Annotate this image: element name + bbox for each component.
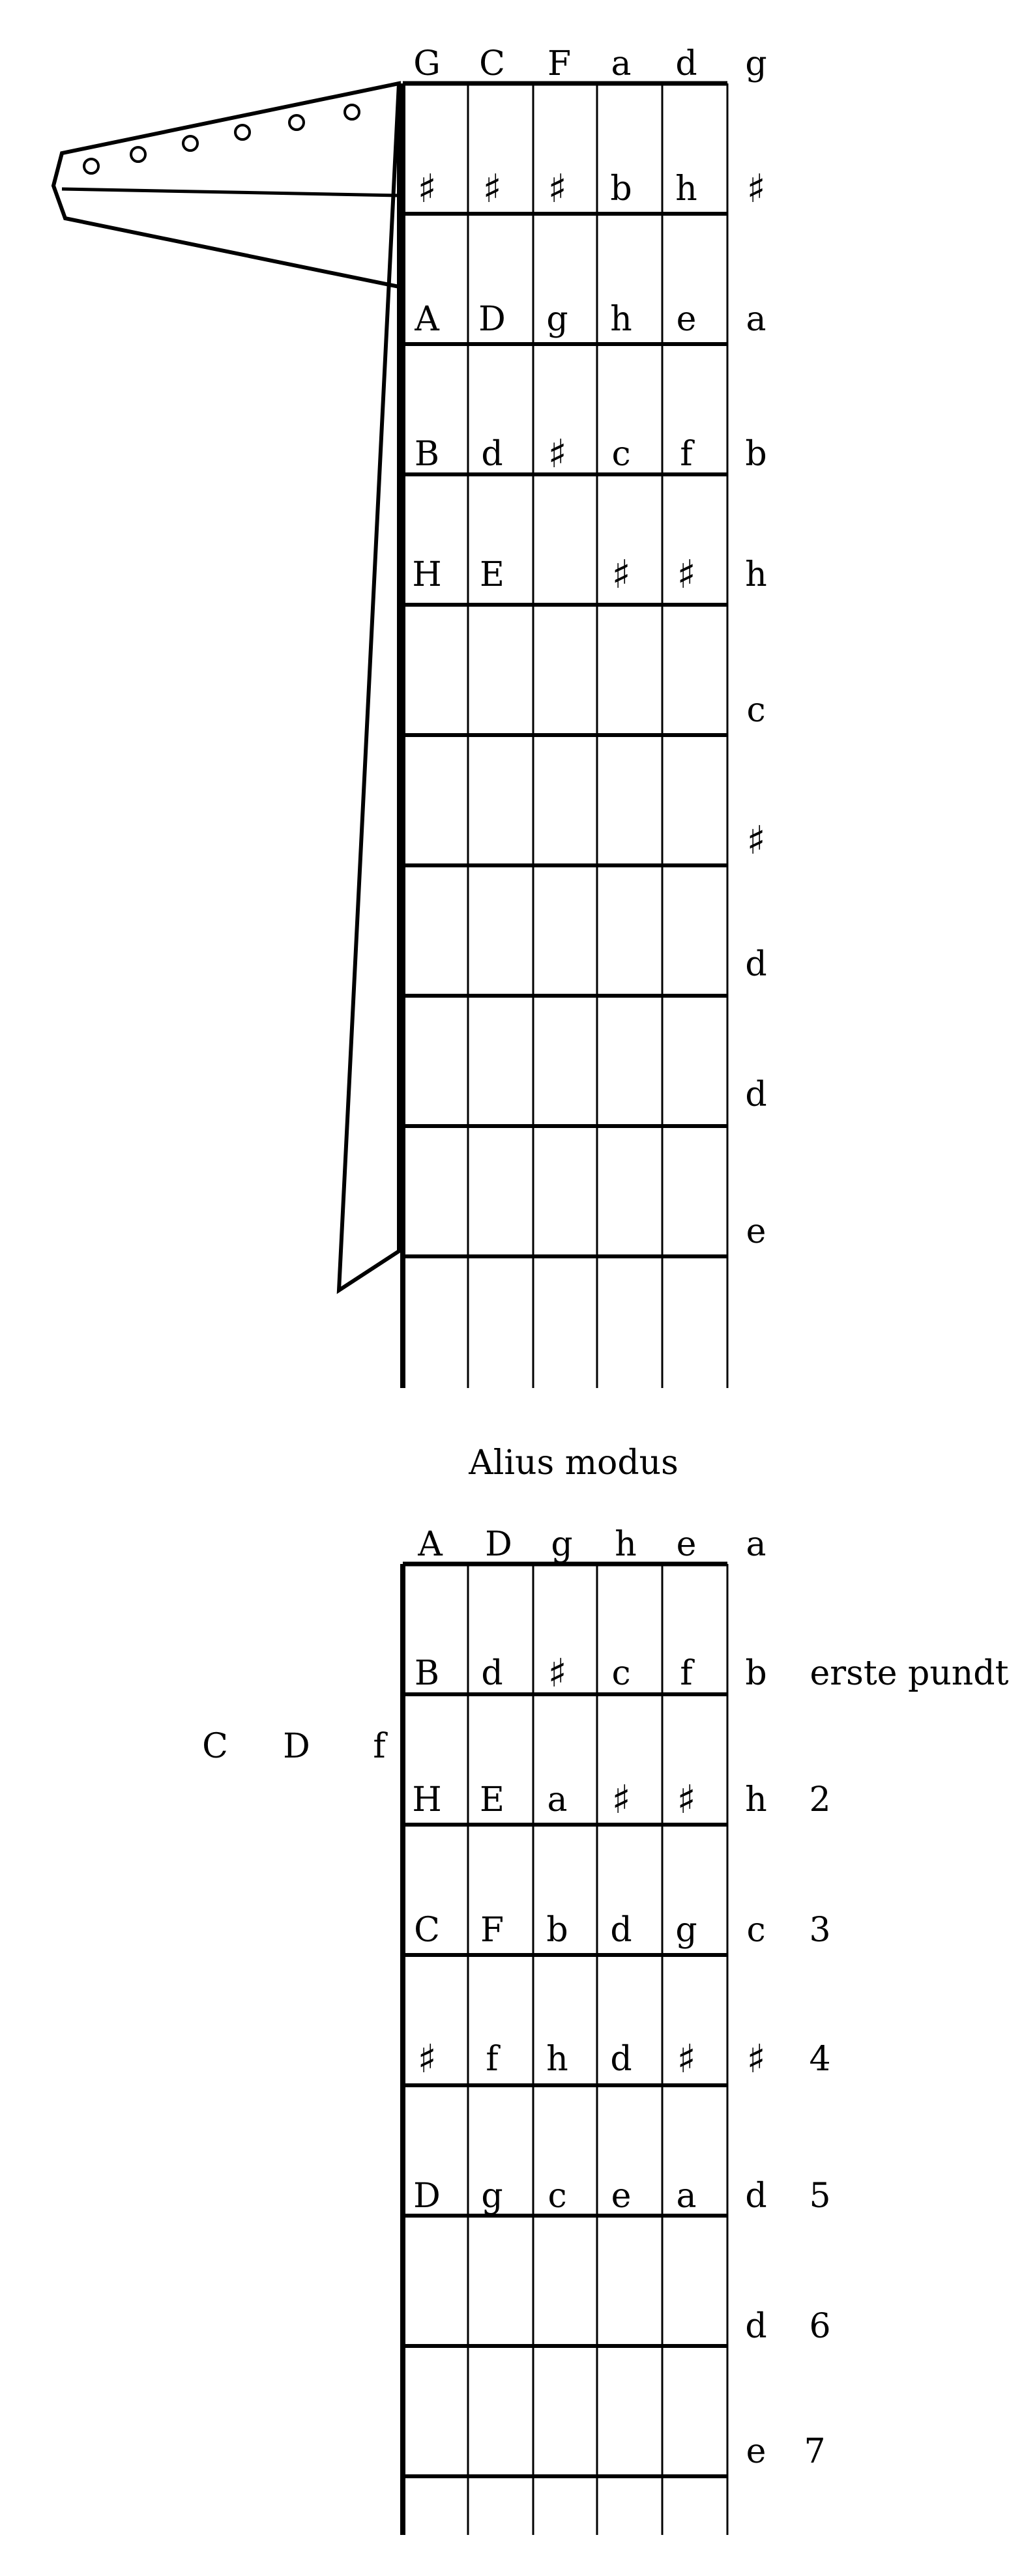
fret-note: b: [610, 169, 632, 209]
fret-note: e: [676, 300, 697, 339]
fret-note: c: [548, 2177, 567, 2216]
fret-note: E: [480, 1780, 504, 1819]
tuning-note: d: [675, 44, 697, 83]
open-string-note: d: [745, 945, 767, 984]
fret-note: a: [547, 1780, 568, 1819]
fret-note: B: [414, 435, 440, 474]
tuning-note: a: [611, 44, 632, 83]
fret-note: e: [611, 2177, 632, 2216]
tuning-note: A: [418, 1525, 443, 1564]
fret-note: c: [611, 435, 631, 474]
fret-note: d: [481, 435, 503, 474]
fret-note: D: [413, 2177, 441, 2216]
fret-note: g: [481, 2177, 503, 2216]
peg-icon: [288, 114, 305, 131]
open-string-note: d: [745, 1075, 767, 1114]
fret-note: g: [675, 1911, 697, 1950]
tuning-note: C: [479, 44, 505, 83]
peg-icon: [83, 158, 100, 175]
fret-note: H: [412, 1780, 442, 1819]
fret-note: g: [546, 300, 568, 339]
fret-note: ♯: [677, 2036, 696, 2082]
tuning-note: G: [413, 44, 441, 83]
fret-note: ♯: [548, 1651, 567, 1696]
peg-icon: [234, 124, 251, 141]
fret-note: ♯: [677, 1777, 696, 1823]
peg-icon: [130, 146, 147, 163]
open-string-note: ♯: [746, 2036, 766, 2082]
tuning-note: a: [746, 1525, 766, 1564]
fret-note: f: [680, 435, 693, 474]
fret-note: c: [611, 1654, 631, 1693]
fret-note: d: [610, 1911, 632, 1950]
tuning-note: D: [485, 1525, 512, 1564]
fret-note: F: [480, 1911, 504, 1950]
fret-number: 7: [804, 2432, 826, 2471]
open-string-note: d: [745, 2307, 767, 2346]
open-string-note: a: [746, 300, 766, 339]
fret-note: ♯: [548, 166, 567, 212]
tuning-note: g: [551, 1525, 573, 1564]
fret-note: ♯: [417, 2036, 437, 2082]
fret-note: f: [486, 2040, 499, 2079]
tuning-note: F: [547, 44, 572, 83]
extra-string-note: D: [283, 1727, 310, 1766]
tuning-note: e: [676, 1525, 697, 1564]
fret-note: h: [610, 300, 632, 339]
fret-number: 4: [809, 2040, 831, 2079]
open-string-note: c: [746, 1911, 766, 1950]
fret-note: h: [675, 169, 697, 209]
peg-icon: [343, 104, 360, 121]
open-string-note: h: [745, 555, 767, 594]
fret-note: E: [480, 555, 504, 594]
fret-note: H: [412, 555, 442, 594]
fretboard-lower: [400, 1561, 729, 2535]
fret-note: ♯: [548, 431, 567, 477]
fret-number: 3: [809, 1911, 831, 1950]
caption: Alius modus: [469, 1443, 679, 1483]
open-string-note: ♯: [746, 166, 766, 212]
fret-note: ♯: [482, 166, 502, 212]
open-string-note: b: [745, 435, 767, 474]
tuning-note: h: [615, 1525, 637, 1564]
fret-number: erste pundt: [810, 1654, 1009, 1693]
tuning-note: g: [745, 44, 767, 83]
instrument-head: [51, 81, 401, 1294]
fret-note: C: [414, 1911, 440, 1950]
open-string-note: ♯: [746, 818, 766, 863]
fret-note: A: [415, 300, 439, 339]
fret-note: B: [414, 1654, 440, 1693]
fretboard-upper: [400, 81, 729, 1388]
fret-number: 5: [809, 2177, 831, 2216]
open-string-note: h: [745, 1780, 767, 1819]
open-string-note: c: [746, 691, 766, 730]
open-string-note: e: [746, 2432, 766, 2471]
extra-string-note: f: [373, 1727, 386, 1766]
open-string-note: e: [746, 1212, 766, 1251]
fret-note: D: [478, 300, 506, 339]
open-string-note: d: [745, 2177, 767, 2216]
fret-note: f: [680, 1654, 693, 1693]
fret-note: ♯: [611, 1777, 631, 1823]
peg-icon: [182, 135, 199, 152]
fret-note: ♯: [611, 552, 631, 598]
fret-note: d: [481, 1654, 503, 1693]
tuning-pegs: [83, 104, 360, 175]
fret-note: b: [546, 1911, 568, 1950]
fret-note: a: [676, 2177, 697, 2216]
fret-number: 6: [809, 2307, 831, 2346]
fret-note: h: [546, 2040, 568, 2079]
fret-note: d: [610, 2040, 632, 2079]
open-string-note: b: [745, 1654, 767, 1693]
fret-note: ♯: [677, 552, 696, 598]
extra-string-note: C: [202, 1727, 228, 1766]
fret-number: 2: [809, 1780, 831, 1819]
fret-note: ♯: [417, 166, 437, 212]
